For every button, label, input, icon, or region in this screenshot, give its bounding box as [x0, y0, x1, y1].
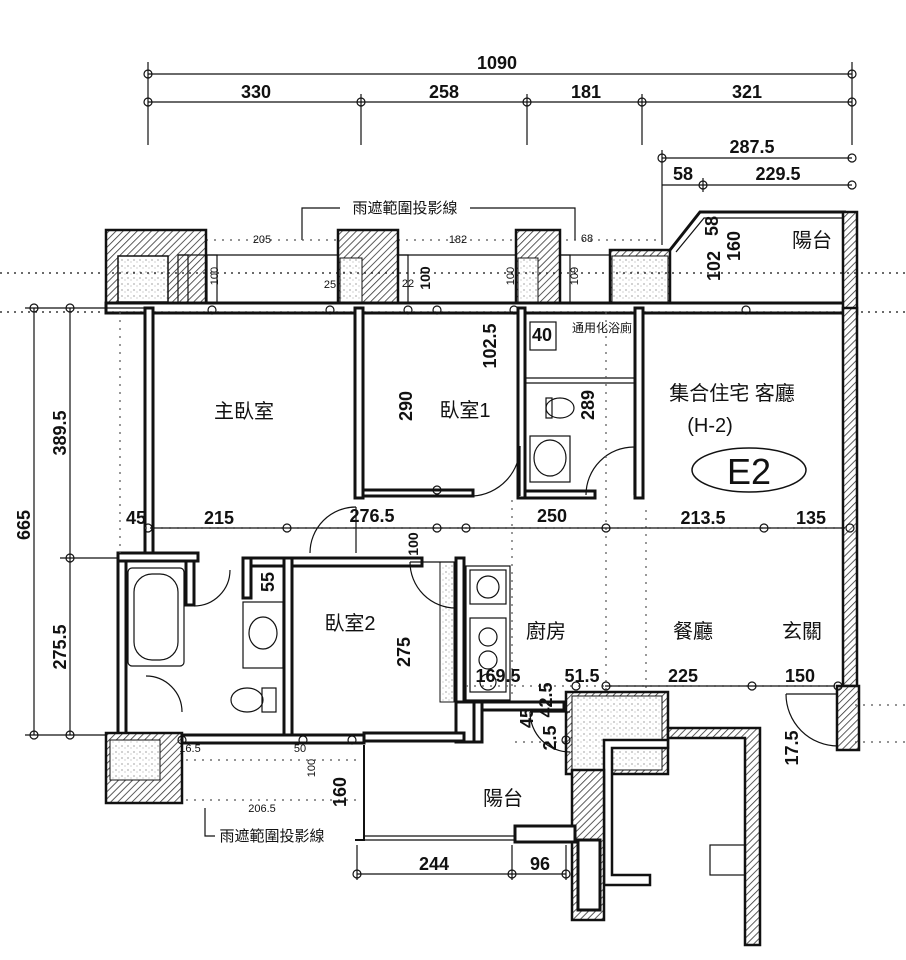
top-facade [0, 210, 906, 316]
room-bedroom2: 臥室2 [324, 612, 375, 635]
dim-bed2-height: 275 [394, 637, 414, 667]
dim-mid-45: 45 [126, 508, 146, 528]
top-dimension-lines [143, 62, 857, 245]
unit-code-badge [691, 447, 807, 493]
dim-left-upper: 389.5 [50, 410, 70, 455]
dim-small-2065: 206.5 [248, 803, 276, 815]
dim-small-109: 109 [569, 267, 581, 285]
dim-bath-40: 40 [532, 325, 552, 345]
dim-balcony-width: 287.5 [729, 137, 774, 157]
dim-small-100d: 100 [306, 759, 318, 777]
dim-bottom-96: 96 [530, 854, 550, 874]
dim-v-425: 42.5 [536, 682, 556, 717]
dim-small-100: 100 [209, 267, 221, 285]
unit-subtype-label: (H-2) [687, 415, 733, 437]
dim-bottom-244: 244 [419, 854, 449, 874]
dim-small-182: 182 [449, 234, 467, 246]
room-balcony-top: 陽台 [792, 229, 832, 252]
dim-left-total: 665 [14, 510, 34, 540]
dim-balcony-58: 58 [702, 216, 722, 236]
unit-code: E2 [727, 451, 771, 492]
dim-kitchen-225: 225 [668, 666, 698, 686]
dim-small-100c: 100 [505, 267, 517, 285]
dim-left-lower: 275.5 [50, 624, 70, 669]
unit-type-label: 集合住宅 客廳 [669, 382, 795, 405]
dim-bed1-height: 290 [396, 391, 416, 421]
room-master-bedroom: 主臥室 [214, 400, 274, 423]
dim-top-4: 321 [732, 82, 762, 102]
dim-small-165: 16.5 [179, 743, 200, 755]
dim-top-2: 258 [429, 82, 459, 102]
dim-top-3: 181 [571, 82, 601, 102]
canopy-label-bottom: 雨遮範圍投影線 [219, 827, 324, 845]
grid-lines [119, 305, 906, 880]
dim-bath-289: 289 [578, 390, 598, 420]
dim-mid-215: 215 [204, 508, 234, 528]
dim-mid-135: 135 [796, 508, 826, 528]
canopy-line-bottom [204, 808, 215, 837]
room-bedroom1: 臥室1 [439, 399, 490, 422]
canopy-label-top: 雨遮範圍投影線 [352, 199, 457, 217]
dim-kitchen-515: 51.5 [564, 666, 599, 686]
dim-kitchen-1695: 169.5 [475, 666, 520, 686]
dim-v-25: 2.5 [540, 725, 560, 750]
room-kitchen: 廚房 [526, 619, 566, 643]
room-entry: 玄關 [782, 620, 822, 643]
dim-small-160: 160 [330, 777, 350, 807]
dim-small-25: 25 [324, 279, 336, 291]
dim-total-width: 1090 [477, 53, 517, 73]
dim-small-68: 68 [581, 233, 593, 245]
dim-v-45: 45 [517, 708, 537, 728]
dim-balcony-a: 58 [673, 164, 693, 184]
dim-storage-55: 55 [258, 572, 278, 592]
dim-balcony-b: 229.5 [755, 164, 800, 184]
interior-walls [104, 306, 861, 947]
dim-mid-2135: 213.5 [680, 508, 725, 528]
dim-small-50: 50 [294, 743, 306, 755]
dim-small-205: 205 [253, 234, 271, 246]
dim-top-1: 330 [241, 82, 271, 102]
dim-mid-250: 250 [537, 506, 567, 526]
dim-v-175: 17.5 [782, 730, 802, 765]
room-dining: 餐廳 [673, 620, 713, 643]
dim-balcony-102: 102 [704, 251, 724, 281]
room-bath: 通用化浴廁 [572, 320, 632, 335]
fixtures [127, 397, 839, 753]
dim-mid-2765: 276.5 [349, 506, 394, 526]
dim-corridor-100: 100 [405, 532, 421, 556]
dim-bath-1025: 102.5 [480, 323, 500, 368]
dim-balcony-160: 160 [724, 231, 744, 261]
dim-small-22: 22 [402, 278, 414, 290]
dim-kitchen-150: 150 [785, 666, 815, 686]
room-balcony-bottom: 陽台 [483, 787, 523, 810]
dim-small-100b: 100 [417, 266, 433, 290]
canopy-line-top [150, 207, 660, 241]
